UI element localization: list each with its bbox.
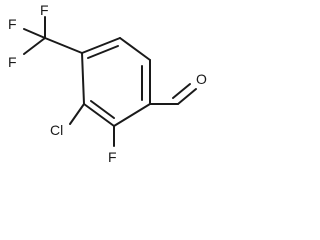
benzene-ring xyxy=(81,37,151,127)
ring-bond-bottom-left xyxy=(83,103,115,127)
ring-bond-top-inner xyxy=(87,45,119,59)
ring-bond-bottom-right xyxy=(113,103,151,127)
trifluoromethyl-group xyxy=(23,16,83,55)
atom-label-oxygen: O xyxy=(196,71,207,87)
ring-bond-bottom-left-inner xyxy=(90,100,115,119)
cf3-ring-bond xyxy=(44,37,83,54)
cf3-bond-f-left-bottom xyxy=(23,37,46,55)
ring-bond-top xyxy=(81,37,121,54)
carbonyl-bond-outer xyxy=(177,88,197,105)
ring-bond-left xyxy=(81,52,85,105)
atom-label-f-top: F xyxy=(40,2,49,18)
carbonyl-bond-inner xyxy=(172,83,191,99)
structure-diagram: F F F Cl F O xyxy=(8,2,207,165)
chlorine-bond xyxy=(69,103,85,125)
atom-label-f-left-top: F xyxy=(8,16,17,32)
ring-bond-top-right xyxy=(119,37,151,61)
aldehyde-group xyxy=(149,83,197,105)
atom-label-chlorine: Cl xyxy=(50,122,63,138)
atom-label-fluorine-ring: F xyxy=(108,149,117,165)
atom-label-f-left-bottom: F xyxy=(8,54,17,70)
cf3-bond-f-left-top xyxy=(23,28,46,39)
